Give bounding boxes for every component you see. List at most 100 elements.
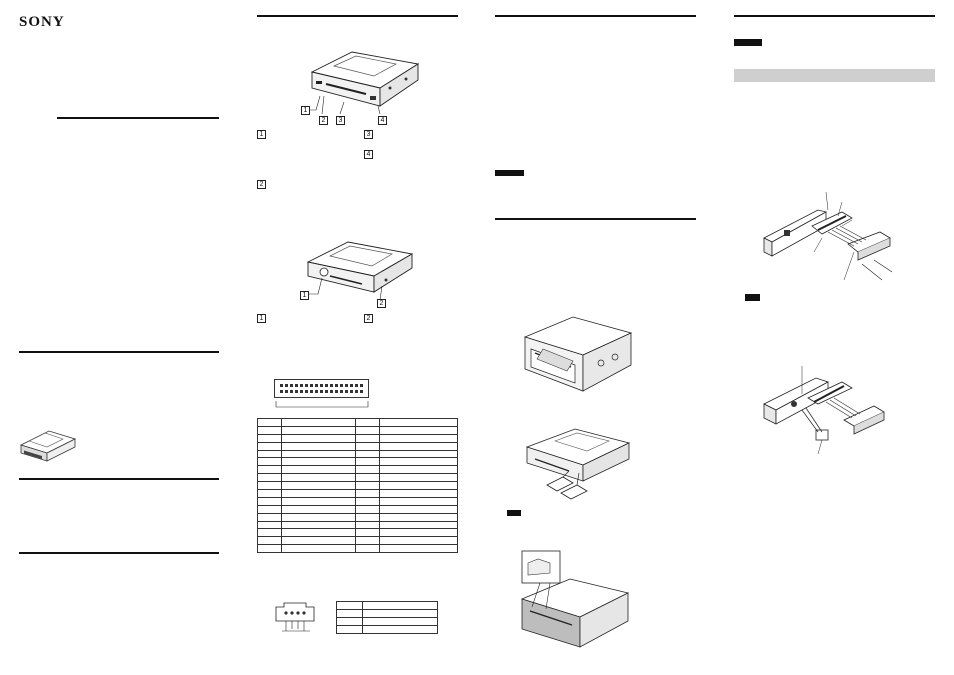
connector-pin (320, 390, 323, 393)
table-cell (379, 425, 458, 435)
table-cell (257, 528, 282, 538)
table-row (257, 544, 458, 554)
table-row (257, 449, 458, 459)
table-cell (257, 433, 282, 443)
table-row (257, 418, 458, 427)
table-cell (281, 433, 356, 443)
table-cell (257, 465, 282, 475)
connector-pin (280, 390, 283, 393)
table-cell (281, 536, 356, 546)
table-cell (362, 617, 438, 626)
table-cell (281, 418, 356, 427)
table-cell (335, 617, 364, 626)
installation-step1-illustration (523, 316, 633, 392)
table-cell (281, 520, 356, 530)
table-cell (281, 496, 356, 506)
table-row (257, 457, 458, 467)
table-cell (335, 601, 364, 610)
table-cell (335, 609, 364, 618)
table-cell (355, 496, 380, 506)
table-cell (257, 425, 282, 435)
table-cell (281, 473, 356, 483)
table-cell (355, 473, 380, 483)
connector-pin (300, 384, 303, 387)
table-cell (362, 601, 438, 610)
table-cell (257, 489, 282, 498)
callout-3: 3 (336, 116, 345, 125)
connector-pin (345, 384, 348, 387)
table-cell (281, 504, 356, 514)
connector-pin (280, 384, 283, 387)
table-cell (257, 449, 282, 459)
table-cell (379, 481, 458, 491)
section-rule (19, 552, 219, 554)
callout-1: 1 (301, 106, 310, 115)
connector-pin (335, 390, 338, 393)
table-cell (257, 536, 282, 546)
connector-pin (290, 390, 293, 393)
connector-pin (320, 384, 323, 387)
connector-pin (325, 390, 328, 393)
table-row (257, 520, 458, 530)
table-cell (355, 489, 380, 498)
section-rule (495, 218, 696, 220)
table-cell (257, 457, 282, 467)
table-cell (355, 418, 380, 427)
table-cell (281, 528, 356, 538)
legend-2: 2 (257, 180, 266, 189)
table-row (257, 512, 458, 522)
table-cell (379, 473, 458, 483)
connector-pin (330, 384, 333, 387)
note-tag (507, 510, 521, 516)
table-row (257, 425, 458, 435)
table-cell (257, 512, 282, 522)
connector-pin (295, 390, 298, 393)
connector-pin (305, 390, 308, 393)
drive-rear-view-illustration (300, 241, 414, 301)
section-rule (57, 117, 219, 119)
caution-tag (734, 39, 762, 46)
table-cell (257, 441, 282, 451)
legend-4: 4 (364, 150, 373, 159)
table-cell (355, 512, 380, 522)
legend-1: 1 (257, 130, 266, 139)
table-cell (379, 544, 458, 554)
table-cell (379, 504, 458, 514)
section-rule (19, 478, 219, 480)
table-row (335, 617, 438, 626)
connector-pin (285, 384, 288, 387)
table-cell (355, 457, 380, 467)
connector-pin (310, 384, 313, 387)
connector-pin (335, 384, 338, 387)
caution-tag (495, 170, 524, 176)
table-cell (355, 425, 380, 435)
table-cell (355, 528, 380, 538)
section-rule (19, 351, 219, 353)
table-cell (335, 625, 364, 634)
table-cell (281, 489, 356, 498)
table-cell (257, 418, 282, 427)
table-cell (355, 544, 380, 554)
connector-pin (295, 384, 298, 387)
pin-assignment-table (257, 418, 458, 554)
connector-pin (315, 384, 318, 387)
connector-pin (305, 384, 308, 387)
table-cell (355, 433, 380, 443)
table-cell (379, 489, 458, 498)
table-cell (281, 449, 356, 459)
table-cell (355, 465, 380, 475)
connector-pin (315, 390, 318, 393)
connector-pin (350, 390, 353, 393)
callout-rear-2: 2 (377, 299, 386, 308)
table-cell (281, 512, 356, 522)
connector-pin (310, 390, 313, 393)
table-cell (355, 504, 380, 514)
table-cell (362, 625, 438, 634)
section-heading-band (734, 69, 935, 82)
table-row (257, 504, 458, 514)
table-row (257, 528, 458, 538)
table-row (335, 625, 438, 634)
connector-pin (355, 390, 358, 393)
table-cell (281, 465, 356, 475)
table-row (257, 489, 458, 498)
